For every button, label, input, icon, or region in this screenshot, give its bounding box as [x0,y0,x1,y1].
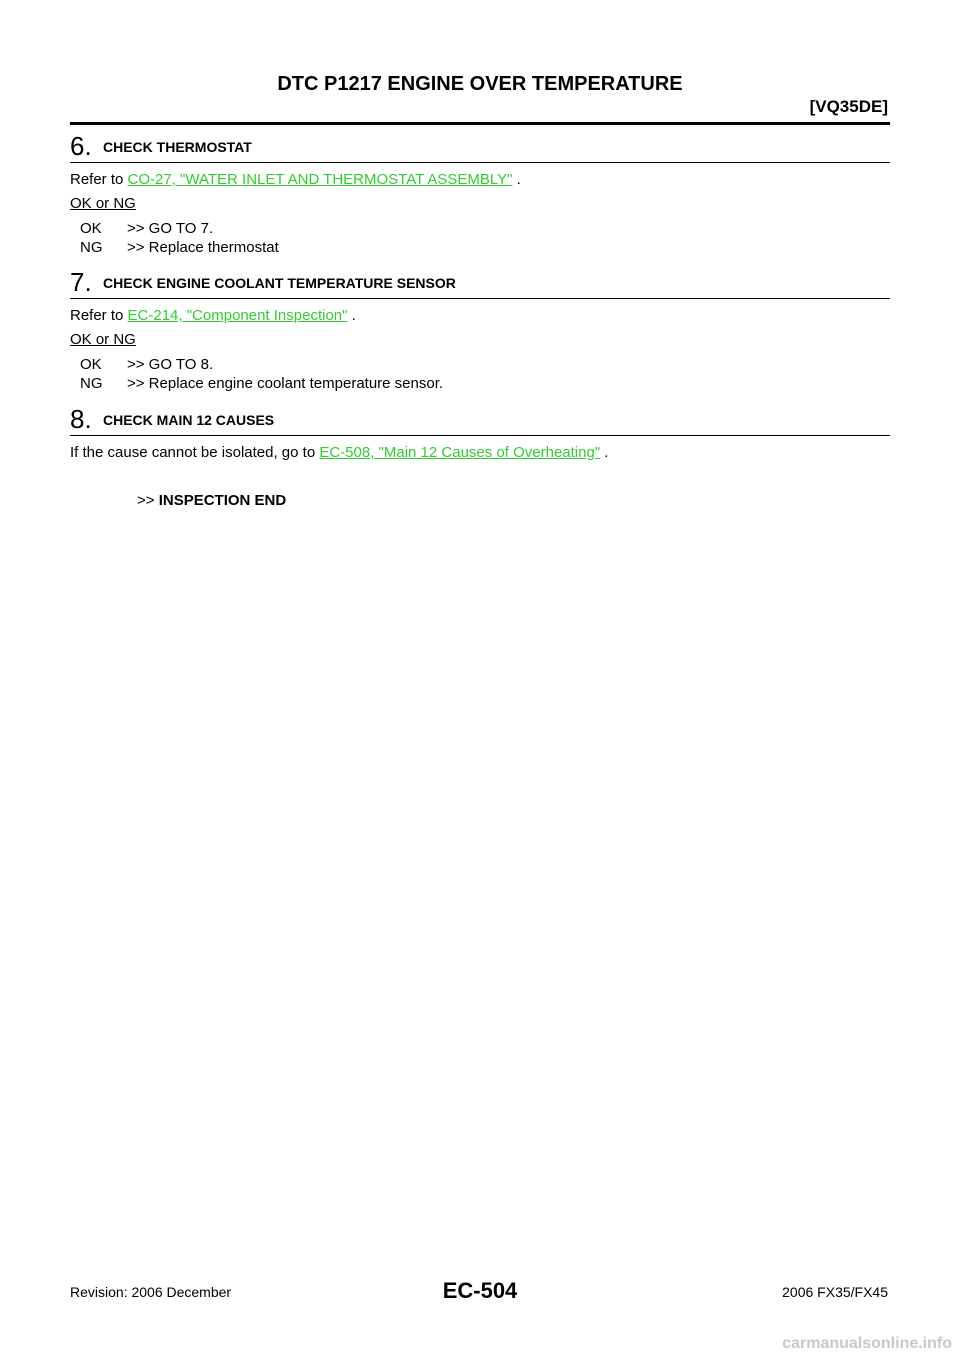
header-divider [70,122,890,125]
step-6: 6. CHECK THERMOSTAT Refer to CO-27, "WAT… [70,131,890,257]
step-number: 7. [70,267,92,297]
step-divider [70,298,890,299]
answer-ok: OK >> GO TO 8. [80,355,890,374]
end-text: INSPECTION END [158,492,287,509]
model-label: 2006 FX35/FX45 [782,1284,888,1300]
step-title: CHECK MAIN 12 CAUSES [103,412,275,428]
answer-list: OK >> GO TO 7. NG >> Replace thermostat [80,219,890,257]
step-heading: 8. CHECK MAIN 12 CAUSES [70,404,890,434]
watermark: carmanualsonline.info [782,1335,952,1352]
step-heading: 7. CHECK ENGINE COOLANT TEMPERATURE SENS… [70,267,890,297]
ok-ng-label: OK or NG [70,331,136,348]
answer-text: >> GO TO 7. [127,220,214,237]
answer-text: >> GO TO 8. [127,356,214,373]
answer-key: NG [80,375,103,392]
step-title: CHECK ENGINE COOLANT TEMPERATURE SENSOR [103,275,456,291]
ok-ng-label: OK or NG [70,195,136,212]
answer-text: >> Replace engine coolant temperature se… [127,375,444,392]
inspection-end: >> INSPECTION END [137,492,286,510]
answer-key: OK [80,356,102,373]
answer-key: OK [80,220,102,237]
answer-key: NG [80,239,103,256]
step-divider [70,162,890,163]
step-7: 7. CHECK ENGINE COOLANT TEMPERATURE SENS… [70,267,890,393]
step-instruction: Refer to EC-214, "Component Inspection" … [70,307,356,324]
end-prefix: >> [137,492,159,509]
reference-link[interactable]: CO-27, "WATER INLET AND THERMOSTAT ASSEM… [127,171,513,188]
engine-code: [VQ35DE] [809,97,888,116]
page-number: EC-504 [442,1278,518,1303]
step-number: 8. [70,404,92,434]
revision-label: Revision: 2006 December [70,1284,232,1300]
answer-text: >> Replace thermostat [127,239,279,256]
reference-link[interactable]: EC-214, "Component Inspection" [127,307,348,324]
step-instruction: If the cause cannot be isolated, go to E… [70,444,609,461]
reference-link[interactable]: EC-508, "Main 12 Causes of Overheating" [319,444,601,461]
answer-ok: OK >> GO TO 7. [80,219,890,238]
step-heading: 6. CHECK THERMOSTAT [70,131,890,161]
step-8: 8. CHECK MAIN 12 CAUSES If the cause can… [70,404,890,462]
step-title: CHECK THERMOSTAT [103,139,252,155]
answer-list: OK >> GO TO 8. NG >> Replace engine cool… [80,355,890,393]
answer-ng: NG >> Replace thermostat [80,238,890,257]
step-divider [70,435,890,436]
page-title: DTC P1217 ENGINE OVER TEMPERATURE [277,73,683,95]
answer-ng: NG >> Replace engine coolant temperature… [80,374,890,393]
step-number: 6. [70,131,92,161]
step-instruction: Refer to CO-27, "WATER INLET AND THERMOS… [70,171,521,188]
